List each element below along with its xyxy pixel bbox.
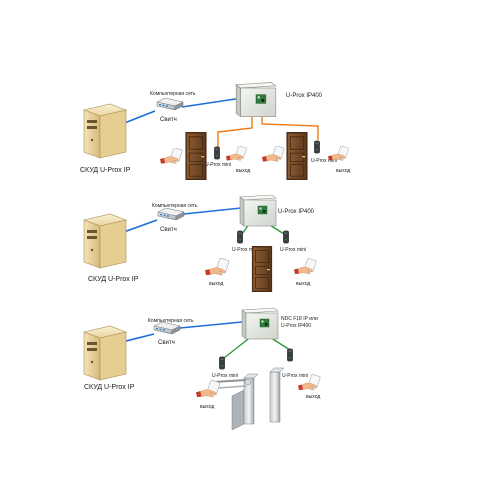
- reader-cable: [261, 113, 319, 140]
- scheme-3: СКУД U-Prox IP Компьютерная сеть Свитч N…: [83, 307, 321, 431]
- controller-label: U-Prox IP400: [281, 323, 311, 329]
- reader-left-label: U-Prox mini: [232, 247, 258, 253]
- reader-left-label: U-Prox mini: [212, 373, 238, 379]
- exit-left-label: выход: [200, 404, 214, 410]
- network-cable: [123, 219, 158, 233]
- scheme-1: СКУД U-Prox IP Компьютерная сеть Свитч U…: [80, 81, 350, 180]
- server-icon: [83, 325, 127, 381]
- hand-card-icon: [328, 146, 350, 161]
- reader-right-label: U-Prox mini: [280, 247, 306, 253]
- controller-label: NDC F18 IP или: [281, 316, 318, 322]
- exit-right-label: выход: [306, 394, 320, 400]
- network-cable: [181, 97, 243, 108]
- switch-label: Свитч: [160, 227, 177, 233]
- network-cable: [121, 110, 156, 125]
- card-reader-icon: [213, 146, 221, 160]
- switch-label: Свитч: [158, 340, 175, 346]
- reader-cable: [217, 113, 253, 150]
- reader-right-label: U-Prox mini: [311, 158, 337, 164]
- card-reader-icon: [218, 356, 226, 370]
- scheme-2: СКУД U-Prox IP Компьютерная сеть Свитч U…: [83, 194, 317, 292]
- exit-right-label: выход: [296, 281, 310, 287]
- card-reader-icon: [282, 230, 290, 244]
- network-cable: [179, 321, 243, 329]
- controller-icon: [235, 81, 277, 118]
- card-reader-icon: [236, 230, 244, 244]
- hand-card-icon: [226, 146, 248, 161]
- door-icon: [251, 246, 273, 292]
- hand-card-icon: [205, 258, 230, 276]
- exit-left-label: выход: [236, 168, 250, 174]
- card-reader-icon: [286, 348, 294, 362]
- server-label: СКУД U-Prox IP: [80, 167, 131, 174]
- hand-card-icon: [262, 146, 285, 162]
- server-label: СКУД U-Prox IP: [84, 384, 135, 391]
- network-label: Компьютерная сеть: [152, 203, 198, 209]
- card-reader-icon: [313, 140, 321, 154]
- turnstile-icon: [213, 367, 285, 431]
- exit-right-label: выход: [336, 168, 350, 174]
- switch-label: Свитч: [160, 117, 177, 123]
- hand-card-icon: [294, 258, 317, 275]
- network-cable: [183, 207, 242, 215]
- controller-icon: [241, 307, 279, 340]
- door-icon: [185, 132, 207, 180]
- hand-card-icon: [196, 380, 221, 398]
- server-icon: [83, 103, 127, 159]
- reader-cable: [223, 335, 253, 359]
- controller-icon: [239, 194, 277, 227]
- controller-label: U-Prox IP400: [278, 209, 315, 215]
- reader-left-label: U-Prox mini: [205, 162, 231, 168]
- hand-card-icon: [160, 148, 183, 164]
- network-label: Компьютерная сеть: [148, 318, 194, 324]
- door-icon: [286, 132, 308, 180]
- controller-label: U-Prox IP400: [286, 93, 323, 99]
- server-label: СКУД U-Prox IP: [88, 276, 139, 283]
- switch-icon: [157, 207, 185, 221]
- switch-icon: [156, 97, 184, 111]
- network-label: Компьютерная сеть: [150, 91, 196, 97]
- exit-left-label: выход: [209, 281, 223, 287]
- server-icon: [83, 213, 127, 269]
- network-cable: [121, 333, 155, 343]
- reader-right-label: U-Prox mini: [282, 373, 308, 379]
